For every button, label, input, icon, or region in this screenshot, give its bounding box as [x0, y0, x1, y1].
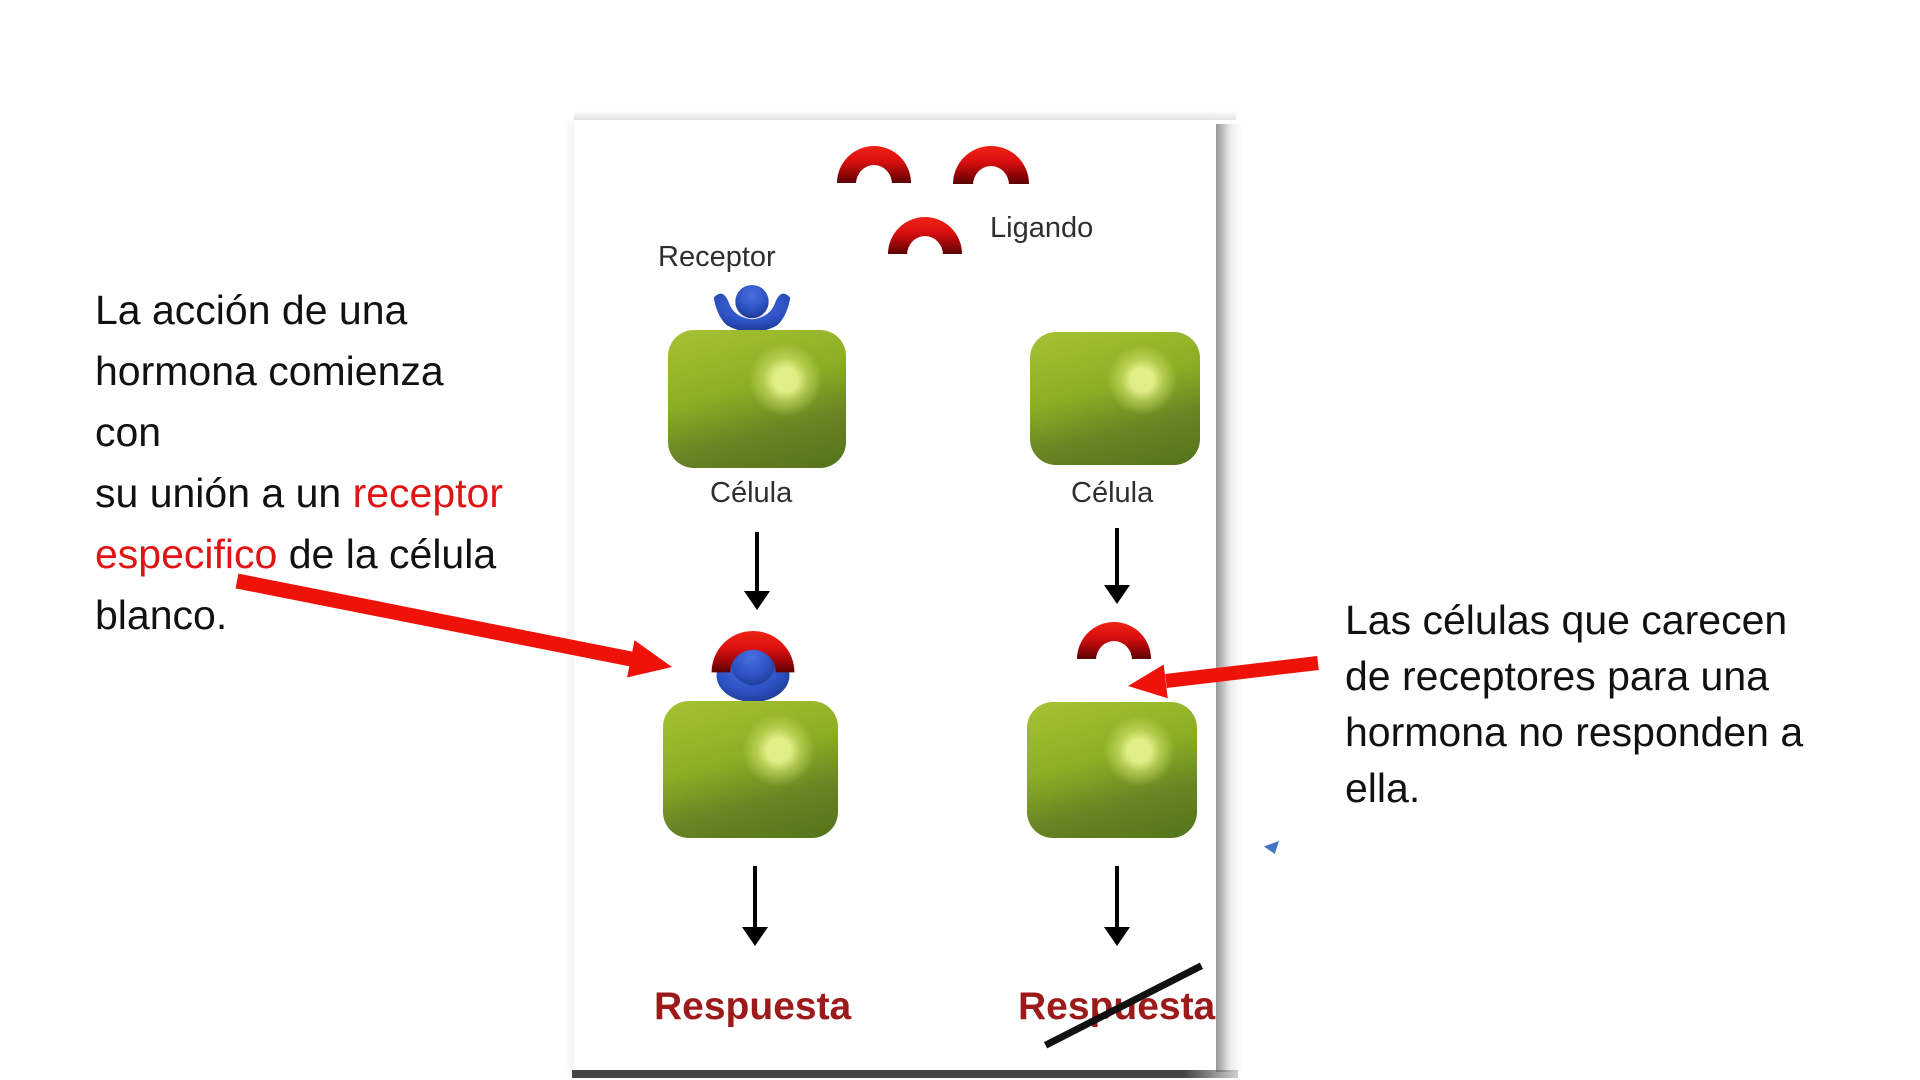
left-note-line: especifico de la célula — [95, 524, 515, 585]
arrow-down-icon — [742, 866, 768, 946]
left-note-line3-black: su unión a un — [95, 470, 353, 516]
left-note-line: hormona comienza con — [95, 348, 444, 455]
arrow-down-icon — [744, 532, 770, 610]
right-note: Las células que carecen de receptores pa… — [1345, 592, 1815, 816]
panel-bottom-edge — [572, 1070, 1238, 1078]
red-arrow-left — [235, 573, 672, 678]
cell-shape — [1030, 332, 1200, 465]
cell-shape — [663, 701, 838, 838]
right-note-line: hormona no responden a — [1345, 709, 1804, 755]
ligand-receptor-complex-icon — [711, 630, 795, 703]
cursor-triangle-icon — [1264, 841, 1279, 854]
receptor-label: Receptor — [658, 241, 776, 273]
left-note-line3-red-word: receptor — [352, 470, 504, 516]
left-response-label: Respuesta — [654, 985, 852, 1028]
left-cell-label: Célula — [710, 477, 793, 509]
cell-shape — [668, 330, 846, 468]
right-note-line: Las células que carecen — [1345, 597, 1788, 643]
receptor-icon — [713, 284, 791, 333]
right-note-line: de receptores para una — [1345, 653, 1769, 699]
right-note-line: ella. — [1345, 765, 1421, 811]
left-note-line: blanco. — [95, 592, 228, 638]
panel-right-shadow — [1216, 124, 1242, 1072]
left-note-line4-black: de la célula — [277, 531, 497, 577]
left-note-line4-red-word: especifico — [95, 531, 278, 577]
red-arrow-right — [1128, 656, 1319, 699]
panel-top-edge — [574, 111, 1236, 120]
arrow-down-icon — [1104, 866, 1130, 946]
arrow-down-icon — [1104, 528, 1130, 604]
right-cell-label: Célula — [1071, 477, 1154, 509]
left-note: La acción de una hormona comienza con su… — [95, 280, 515, 646]
cell-shape — [1027, 702, 1197, 838]
ligand-label: Ligando — [990, 212, 1094, 244]
left-note-line: su unión a un receptor — [95, 463, 515, 524]
left-note-line: La acción de una — [95, 287, 408, 333]
